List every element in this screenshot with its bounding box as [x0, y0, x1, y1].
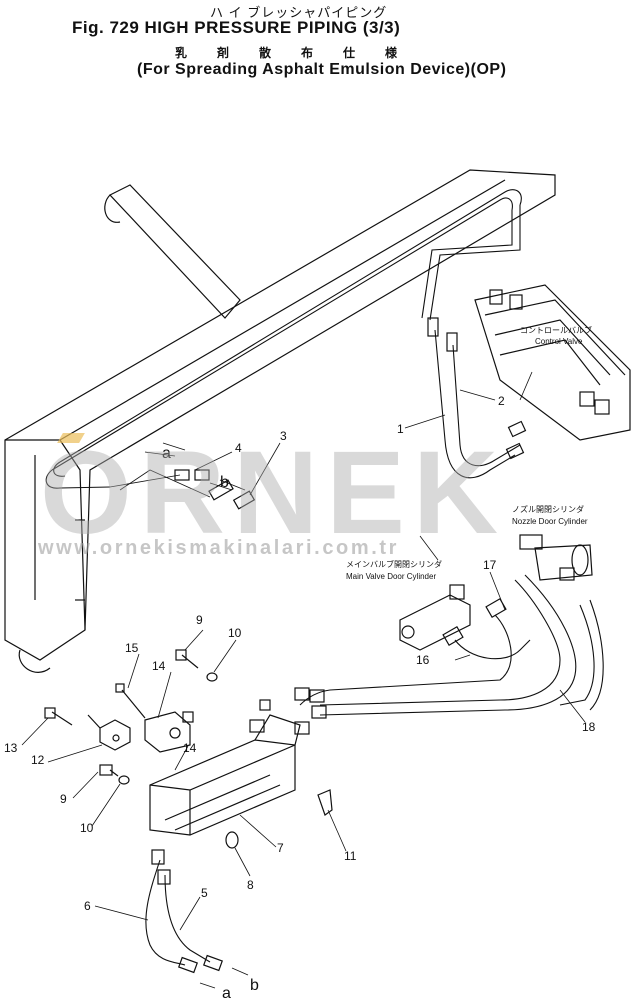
title-kana: ハ イ ブレッシャパイピング	[210, 5, 388, 20]
control-valve-label-en: Control Valve	[535, 337, 583, 346]
callout-10-lower: 10	[80, 821, 94, 835]
callout-numbers: 1 2 3 4 5 6 7 8 9 9 10 10 11 12 13 14 14…	[4, 394, 596, 913]
callout-11: 11	[344, 849, 357, 863]
callout-2: 2	[498, 394, 505, 408]
connection-arrows	[144, 451, 249, 989]
callout-5: 5	[201, 886, 208, 900]
callout-18: 18	[582, 720, 596, 734]
manifold-assembly	[149, 699, 301, 836]
callout-16: 16	[416, 653, 430, 667]
leader-lines	[21, 371, 586, 931]
callout-9-upper: 9	[196, 613, 203, 627]
main-valve-label-en: Main Valve Door Cylinder	[346, 572, 436, 581]
main-valve-door-cylinder	[399, 584, 507, 651]
callout-9-lower: 9	[60, 792, 67, 806]
callout-14-upper: 14	[152, 659, 166, 673]
title-block: ハ イ ブレッシャパイピング Fig. 729 HIGH PRESSURE PI…	[0, 0, 641, 90]
callout-8: 8	[247, 878, 254, 892]
callout-6: 6	[84, 899, 91, 913]
callout-1: 1	[397, 422, 404, 436]
mark-a-upper: a	[162, 445, 171, 462]
title-kanji: 乳剤散布仕様	[175, 46, 428, 60]
callout-7: 7	[277, 841, 284, 855]
hose-bundle-16-18	[294, 574, 604, 735]
callout-13: 13	[4, 741, 18, 755]
figure-title: Fig. 729 HIGH PRESSURE PIPING (3/3)	[72, 18, 401, 37]
block-12	[87, 714, 131, 751]
hoses-1-2	[427, 317, 527, 479]
main-valve-label-jp: メインバルブ開閉シリンダ	[346, 559, 442, 569]
callout-15: 15	[125, 641, 139, 655]
control-valve-label-jp: コントロールバルブ	[520, 325, 592, 335]
nozzle-door-label-jp: ノズル開閉シリンダ	[512, 504, 584, 514]
bolts-washers	[44, 649, 333, 849]
callout-3: 3	[280, 429, 287, 443]
upper-pipes	[45, 189, 522, 489]
control-valve	[474, 284, 631, 441]
figure-subtitle: (For Spreading Asphalt Emulsion Device)(…	[137, 61, 507, 78]
callout-4: 4	[235, 441, 242, 455]
boom-frame	[4, 169, 556, 673]
valve-14	[144, 711, 194, 753]
callout-14-lower: 14	[183, 741, 197, 755]
component-labels: コントロールバルブ Control Valve ノズル開閉シリンダ Nozzle…	[346, 325, 592, 581]
connection-letters: a b a b	[162, 445, 259, 1001]
fittings-ab	[109, 469, 256, 510]
callout-17: 17	[483, 558, 497, 572]
callout-10-upper: 10	[228, 626, 242, 640]
lower-hoses-5-6	[145, 849, 223, 974]
nozzle-door-label-en: Nozzle Door Cylinder	[512, 517, 588, 526]
nozzle-door-cylinder	[519, 534, 593, 581]
mark-b-upper: b	[220, 474, 229, 491]
callout-12: 12	[31, 753, 45, 767]
mark-b-lower: b	[250, 977, 259, 994]
mark-a-lower: a	[222, 985, 231, 1001]
